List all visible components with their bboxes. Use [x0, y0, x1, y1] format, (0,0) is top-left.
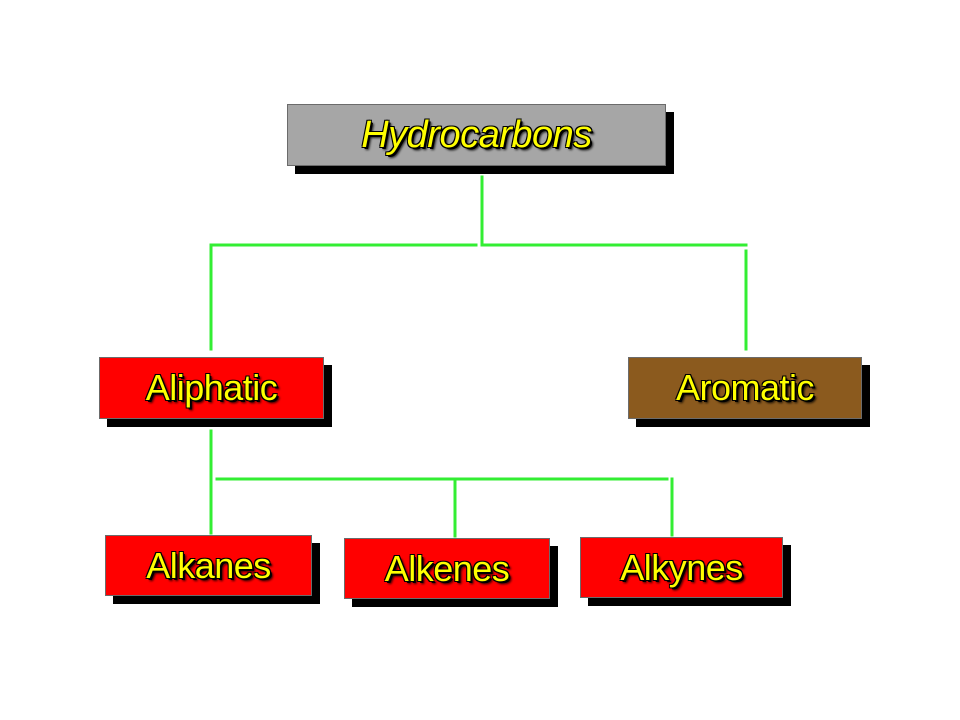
alkenes-box: Alkenes [344, 538, 550, 599]
aromatic-box: Aromatic [628, 357, 862, 419]
aliphatic-box: Aliphatic [99, 357, 324, 419]
alkynes-box: Alkynes [580, 537, 783, 598]
alkenes-label: Alkenes [384, 547, 510, 589]
aliphatic-label: Aliphatic [145, 367, 278, 408]
aromatic-label: Aromatic [675, 367, 815, 408]
hydrocarbons-box: Hydrocarbons [287, 104, 666, 166]
hydrocarbons-label: Hydrocarbons [361, 114, 592, 156]
alkynes-label: Alkynes [620, 546, 743, 588]
alkanes-label: Alkanes [146, 544, 271, 586]
alkanes-box: Alkanes [105, 535, 312, 596]
